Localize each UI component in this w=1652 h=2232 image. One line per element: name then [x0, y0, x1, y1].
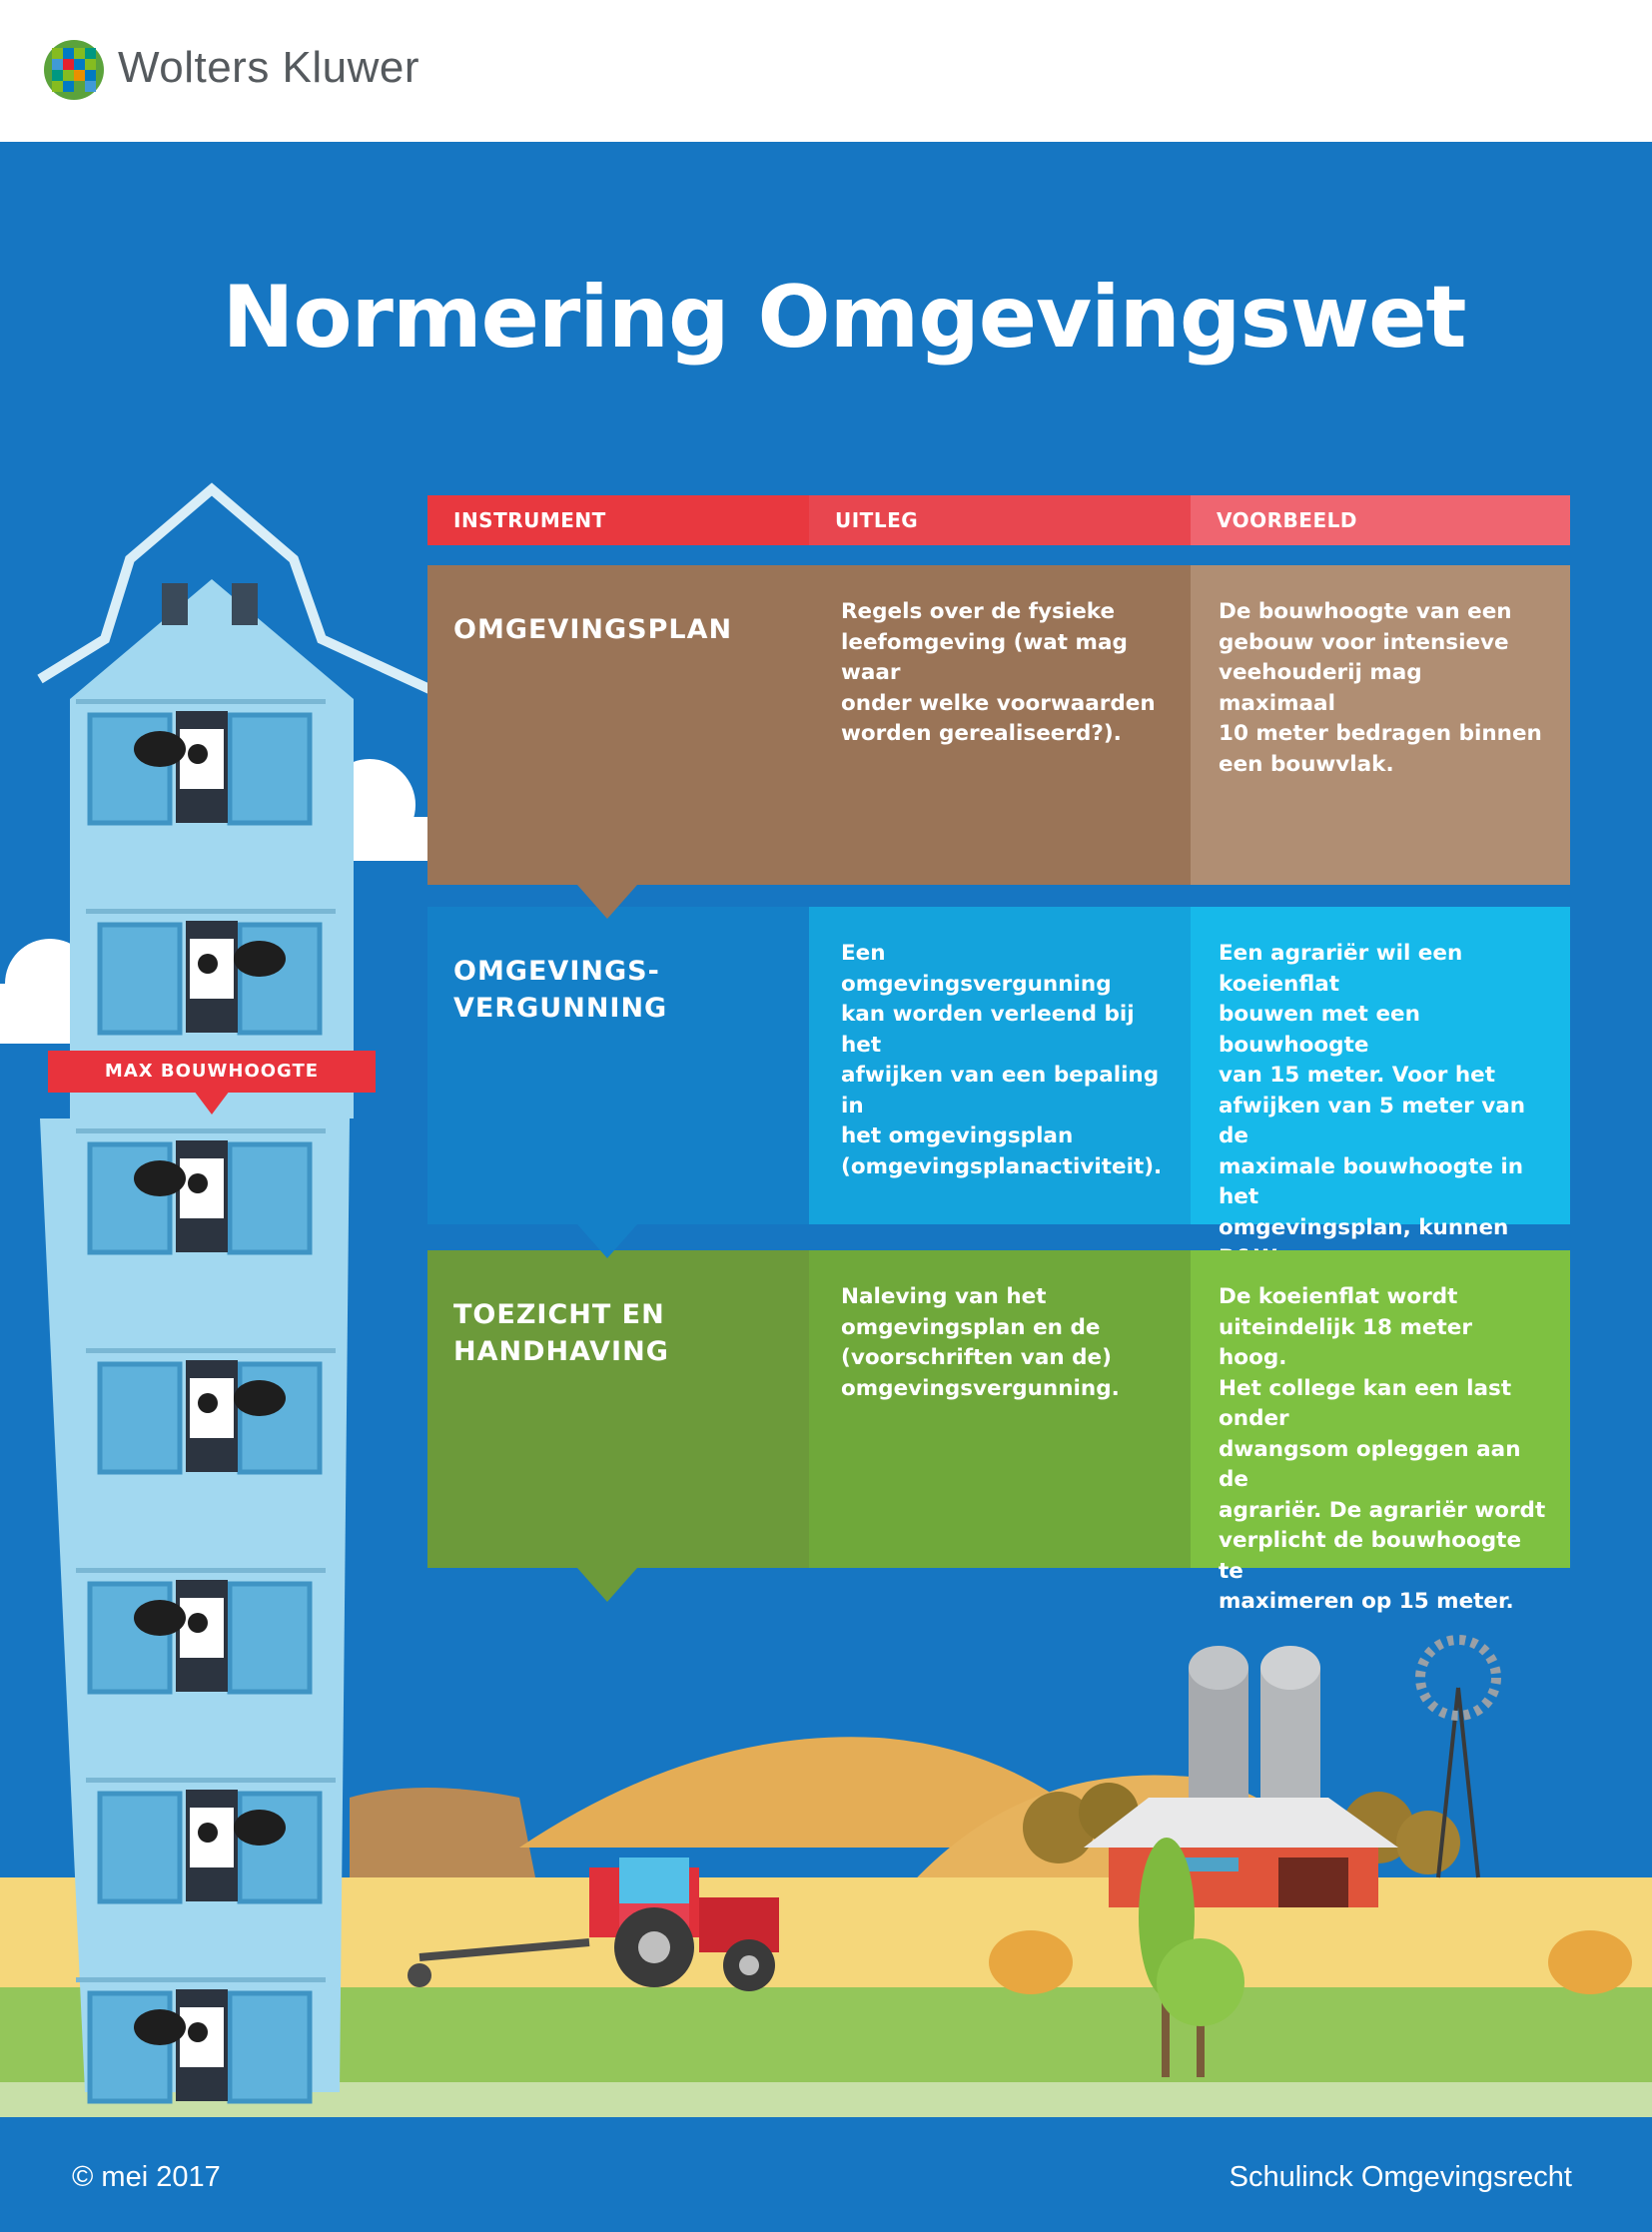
- max-height-pointer-icon: [194, 1091, 230, 1115]
- instrument-line: OMGEVINGS-: [453, 956, 660, 987]
- table-header-voorbeeld: VOORBEELD: [1191, 495, 1570, 545]
- footer-bar: [0, 2117, 1652, 2232]
- uitleg-line: onder welke voorwaarden: [841, 690, 1156, 716]
- instrument-line: OMGEVINGSPLAN: [453, 614, 733, 645]
- uitleg-line: het omgevingsplan: [841, 1123, 1074, 1148]
- voorbeeld-line: agrariër. De agrariër wordt: [1219, 1497, 1546, 1523]
- copyright-text: © mei 2017: [72, 2161, 221, 2193]
- table-header-uitleg: UITLEG: [809, 495, 1191, 545]
- uitleg-line: Een omgevingsvergunning: [841, 941, 1112, 997]
- uitleg-line: afwijken van een bepaling in: [841, 1063, 1160, 1118]
- table-cell-voorbeeld: De koeienflat wordt uiteindelijk 18 meter…: [1191, 1250, 1570, 1614]
- source-text: Schulinck Omgevingsrecht: [1229, 2161, 1572, 2193]
- voorbeeld-line: De koeienflat wordt: [1219, 1284, 1458, 1309]
- table-cell-uitleg: Regels over de fysieke leefomgeving (wat …: [809, 565, 1191, 885]
- uitleg-line: Naleving van het: [841, 1284, 1047, 1309]
- row-pointer-icon: [577, 1224, 637, 1258]
- voorbeeld-line: uiteindelijk 18 meter hoog.: [1219, 1314, 1472, 1371]
- voorbeeld-line: maximeren op 15 meter.: [1219, 1589, 1514, 1614]
- voorbeeld-line: afwijken van 5 meter van de: [1219, 1093, 1526, 1149]
- table-cell-instrument: TOEZICHT EN HANDHAVING: [427, 1250, 809, 1568]
- header-bar: Wolters Kluwer: [0, 0, 1652, 142]
- uitleg-line: (omgevingsplanactiviteit).: [841, 1153, 1163, 1179]
- voorbeeld-line: een bouwvlak.: [1219, 751, 1394, 777]
- uitleg-line: leefomgeving (wat mag waar: [841, 629, 1128, 686]
- max-height-label: MAX BOUWHOOGTE: [48, 1051, 376, 1093]
- voorbeeld-line: dwangsom opleggen aan de: [1219, 1436, 1521, 1493]
- voorbeeld-line: maximale bouwhoogte in het: [1219, 1153, 1524, 1210]
- uitleg-line: omgevingsvergunning.: [841, 1375, 1120, 1401]
- instrument-line: TOEZICHT EN: [453, 1299, 665, 1330]
- uitleg-line: omgevingsplan en de: [841, 1314, 1101, 1340]
- voorbeeld-line: van 15 meter. Voor het: [1219, 1063, 1496, 1088]
- voorbeeld-line: Het college kan een last onder: [1219, 1375, 1512, 1432]
- brand-name: Wolters Kluwer: [118, 43, 420, 92]
- voorbeeld-line: 10 meter bedragen binnen: [1219, 721, 1542, 746]
- instrument-line: HANDHAVING: [453, 1336, 669, 1367]
- voorbeeld-line: Een agrariër wil een koeienflat: [1219, 941, 1463, 997]
- table-cell-voorbeeld: De bouwhoogte van een gebouw voor intensi…: [1191, 565, 1570, 885]
- table-cell-instrument: OMGEVINGSPLAN: [427, 565, 809, 885]
- voorbeeld-line: gebouw voor intensieve: [1219, 629, 1509, 655]
- voorbeeld-line: verplicht de bouwhoogte te: [1219, 1528, 1522, 1584]
- row-pointer-icon: [577, 1568, 637, 1602]
- voorbeeld-line: bouwen met een bouwhoogte: [1219, 1002, 1420, 1058]
- mosaic-logo-icon: [44, 40, 104, 100]
- instrument-line: VERGUNNING: [453, 993, 668, 1024]
- uitleg-line: Regels over de fysieke: [841, 599, 1116, 624]
- table-header-instrument: INSTRUMENT: [427, 495, 809, 545]
- table-cell-instrument: OMGEVINGS- VERGUNNING: [427, 907, 809, 1224]
- page-title: Normering Omgevingswet: [222, 268, 1466, 368]
- uitleg-line: (voorschriften van de): [841, 1345, 1112, 1370]
- uitleg-line: kan worden verleend bij het: [841, 1002, 1135, 1058]
- table-cell-uitleg: Naleving van het omgevingsplan en de (voor…: [809, 1250, 1191, 1568]
- uitleg-line: worden gerealiseerd?).: [841, 721, 1122, 746]
- voorbeeld-line: De bouwhoogte van een: [1219, 599, 1512, 624]
- row-pointer-icon: [577, 885, 637, 919]
- voorbeeld-line: veehouderij mag maximaal: [1219, 660, 1422, 716]
